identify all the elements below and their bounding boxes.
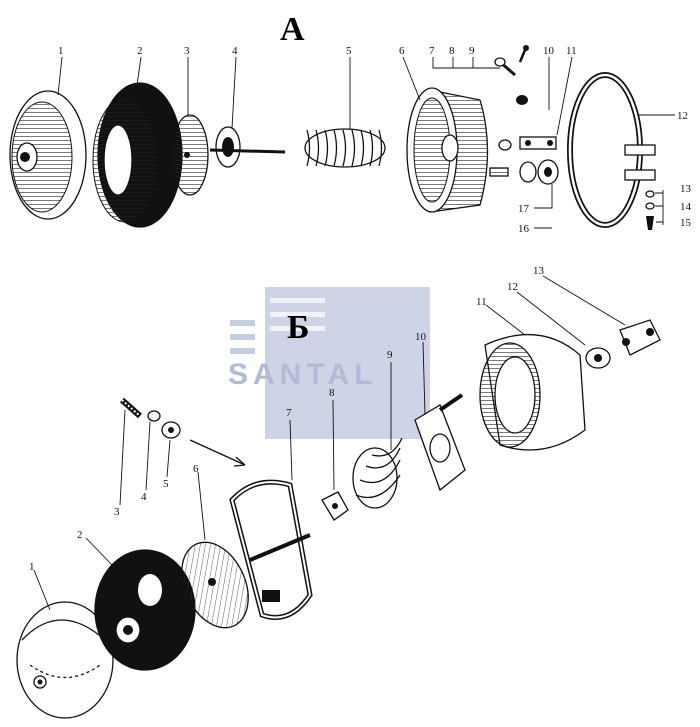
callout-a-8: 8 xyxy=(449,45,455,57)
part-a10-a11-clamp xyxy=(498,95,557,151)
part-a2-shell xyxy=(92,82,183,228)
callouts-b: 1 2 3 4 5 6 7 8 9 10 11 12 13 xyxy=(29,265,545,573)
santal-watermark: SANTAL xyxy=(228,287,430,439)
assembly-arrow xyxy=(189,439,246,467)
callout-b-6: 6 xyxy=(193,463,199,475)
part-b2-shell xyxy=(94,549,196,671)
callout-b-13: 13 xyxy=(533,265,545,277)
part-a1-cap xyxy=(9,90,87,220)
callout-a-7: 7 xyxy=(429,45,435,57)
part-a4-bolt xyxy=(209,126,286,168)
callout-b-1: 1 xyxy=(29,561,35,573)
callout-b-2: 2 xyxy=(77,529,83,541)
part-a7-a9-screws xyxy=(494,45,529,77)
callout-a-16: 16 xyxy=(518,223,530,235)
callout-b-8: 8 xyxy=(329,387,335,399)
callout-b-9: 9 xyxy=(387,349,393,361)
callout-a-17: 17 xyxy=(518,203,530,215)
callouts-a: 1 2 3 4 5 6 7 8 9 10 11 12 13 14 15 16 1… xyxy=(58,45,692,235)
callout-a-5: 5 xyxy=(346,45,352,57)
part-a12-band-ring xyxy=(567,72,656,228)
callout-a-1: 1 xyxy=(58,45,64,57)
callout-a-6: 6 xyxy=(399,45,405,57)
part-b12-nut xyxy=(585,347,611,369)
part-b3-b5-fasteners xyxy=(120,397,181,439)
part-b9-spring xyxy=(352,437,403,509)
callout-a-3: 3 xyxy=(184,45,190,57)
callout-b-7: 7 xyxy=(286,407,292,419)
part-b11-housing xyxy=(479,334,586,451)
part-b10-mount-plate xyxy=(414,393,466,492)
part-a5-spring xyxy=(304,128,386,168)
callout-a-10: 10 xyxy=(543,45,555,57)
part-a13-a15-fasteners xyxy=(645,190,655,230)
callout-a-13: 13 xyxy=(680,183,692,195)
section-b-title: Б xyxy=(287,309,309,346)
part-b8-plate xyxy=(321,491,349,521)
callout-a-11: 11 xyxy=(566,45,577,57)
part-a16-a17-nut xyxy=(519,159,559,185)
callout-b-5: 5 xyxy=(163,478,169,490)
part-a3-disc xyxy=(171,114,209,196)
callout-b-3: 3 xyxy=(114,506,120,518)
callout-a-12: 12 xyxy=(677,110,688,122)
part-a6-housing xyxy=(406,87,509,213)
callout-a-9: 9 xyxy=(469,45,475,57)
leaders-b xyxy=(33,275,626,611)
callout-b-4: 4 xyxy=(141,491,147,503)
callout-b-10: 10 xyxy=(415,331,427,343)
callout-a-15: 15 xyxy=(680,217,692,229)
section-a-title: А xyxy=(280,11,305,48)
callout-a-14: 14 xyxy=(680,201,692,213)
part-b6-disc xyxy=(181,541,249,629)
leaders-a xyxy=(57,56,675,229)
callout-a-2: 2 xyxy=(137,45,143,57)
part-b1-cap xyxy=(16,601,114,719)
callout-b-11: 11 xyxy=(476,296,487,308)
callout-b-12: 12 xyxy=(507,281,518,293)
watermark-text: SANTAL xyxy=(228,358,377,391)
part-b13-bracket xyxy=(619,319,661,356)
part-b7-frame xyxy=(229,479,313,620)
callout-a-4: 4 xyxy=(232,45,238,57)
